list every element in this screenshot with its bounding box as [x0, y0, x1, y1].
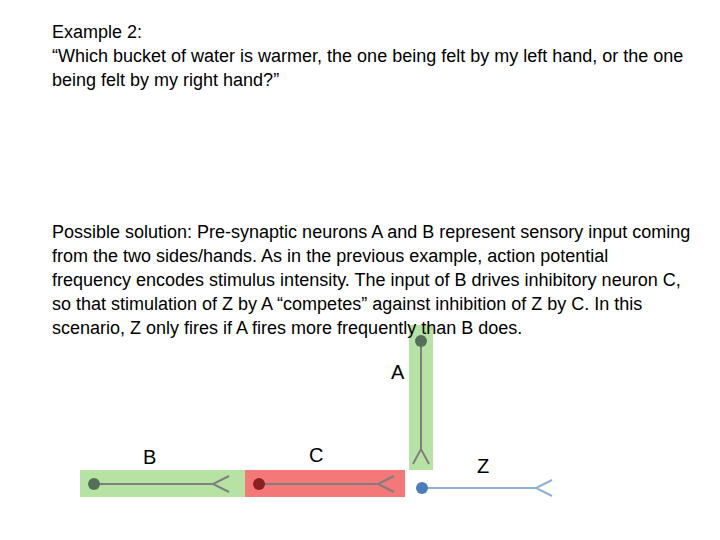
soma-dot [253, 478, 265, 490]
soma-dot [88, 478, 100, 490]
dendrite-fork [536, 480, 552, 496]
solution-text: Possible solution: Pre-synaptic neurons … [52, 220, 692, 340]
dendrite-fork [378, 476, 394, 492]
neuron-label: B [143, 445, 156, 469]
axon-line [422, 487, 536, 489]
axon-line [93, 483, 214, 485]
neuron-band [245, 470, 405, 497]
axon-line [420, 342, 422, 450]
neuron-band [80, 470, 245, 497]
dendrite-fork [413, 449, 429, 464]
soma-dot [416, 482, 428, 494]
example-title: Example 2: [52, 20, 692, 44]
dendrite-fork [213, 476, 229, 492]
neuron-label: A [391, 360, 404, 384]
neuron-label: Z [477, 454, 489, 478]
neuron-band [409, 325, 433, 470]
question-text: “Which bucket of water is warmer, the on… [52, 44, 692, 92]
neuron-label: C [309, 443, 323, 467]
axon-line [258, 483, 379, 485]
